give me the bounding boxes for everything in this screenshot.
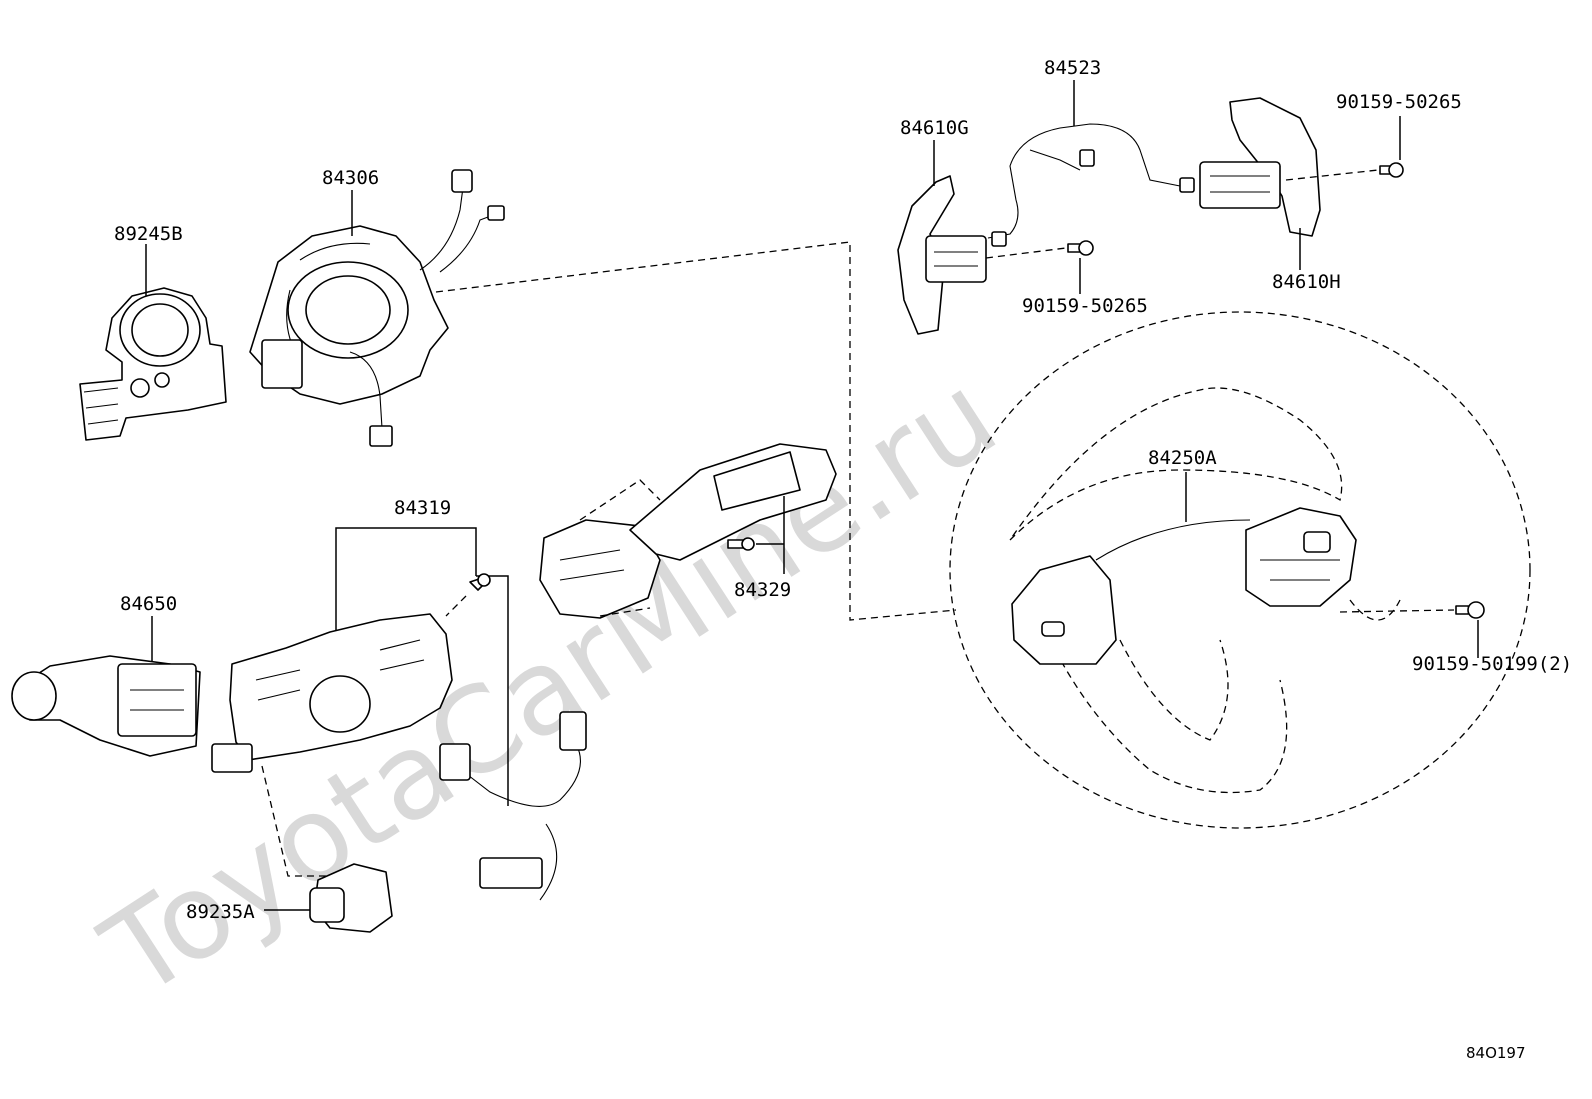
callout-84319[interactable]: 84319	[394, 497, 451, 519]
callout-90159-50199[interactable]: 90159-50199(2)	[1412, 653, 1572, 675]
callout-84306[interactable]: 84306	[322, 167, 379, 189]
dashed-84319-89235A	[261, 765, 340, 877]
callout-84250A[interactable]: 84250A	[1148, 447, 1217, 469]
screw-90159-50199[interactable]	[1455, 601, 1485, 619]
part-89235A-sensor[interactable]	[309, 863, 393, 933]
dashed-screw-right	[1285, 169, 1379, 181]
dashed-screw-90159-50199	[1339, 609, 1455, 613]
screw-90159-50265-left[interactable]	[1067, 240, 1094, 256]
callout-84523[interactable]: 84523	[1044, 57, 1101, 79]
screw-90159-50265-right[interactable]	[1379, 162, 1404, 178]
callout-90159-50265-left[interactable]: 90159-50265	[1022, 295, 1148, 317]
dashed-screw-left	[985, 247, 1067, 259]
callout-84610H[interactable]: 84610H	[1272, 271, 1341, 293]
dashed-84329-housing	[579, 479, 661, 617]
callout-84329[interactable]: 84329	[734, 579, 791, 601]
part-84523-paddle-wire[interactable]	[987, 123, 1195, 247]
part-84650-headlamp-switch[interactable]	[11, 655, 201, 757]
dashed-screw-84319	[445, 595, 467, 617]
screw-84329[interactable]	[727, 537, 755, 551]
part-89245B-steering-angle-sensor[interactable]	[79, 287, 227, 441]
wire-harness	[439, 711, 587, 901]
steering-wheel-outline	[949, 311, 1531, 829]
callout-89235A[interactable]: 89235A	[186, 901, 255, 923]
part-84306-spiral-cable[interactable]	[249, 169, 505, 447]
leader-84329	[756, 496, 785, 574]
part-84250A-steering-pad-switch[interactable]	[1011, 507, 1357, 665]
callout-84650[interactable]: 84650	[120, 593, 177, 615]
diagram-code: 84O197	[1466, 1044, 1526, 1062]
part-84610H-right-paddle-switch[interactable]	[1199, 97, 1321, 237]
part-84610G-left-paddle-switch[interactable]	[897, 175, 987, 335]
callout-90159-50265-right[interactable]: 90159-50265	[1336, 91, 1462, 113]
part-84329-wiper-switch[interactable]	[539, 443, 837, 619]
callout-84610G[interactable]: 84610G	[900, 117, 969, 139]
callout-89245B[interactable]: 89245B	[114, 223, 183, 245]
dashed-link-84306-wheel	[435, 241, 957, 621]
screw-84319[interactable]	[469, 573, 491, 591]
part-84319-switch-bracket[interactable]	[211, 613, 453, 773]
